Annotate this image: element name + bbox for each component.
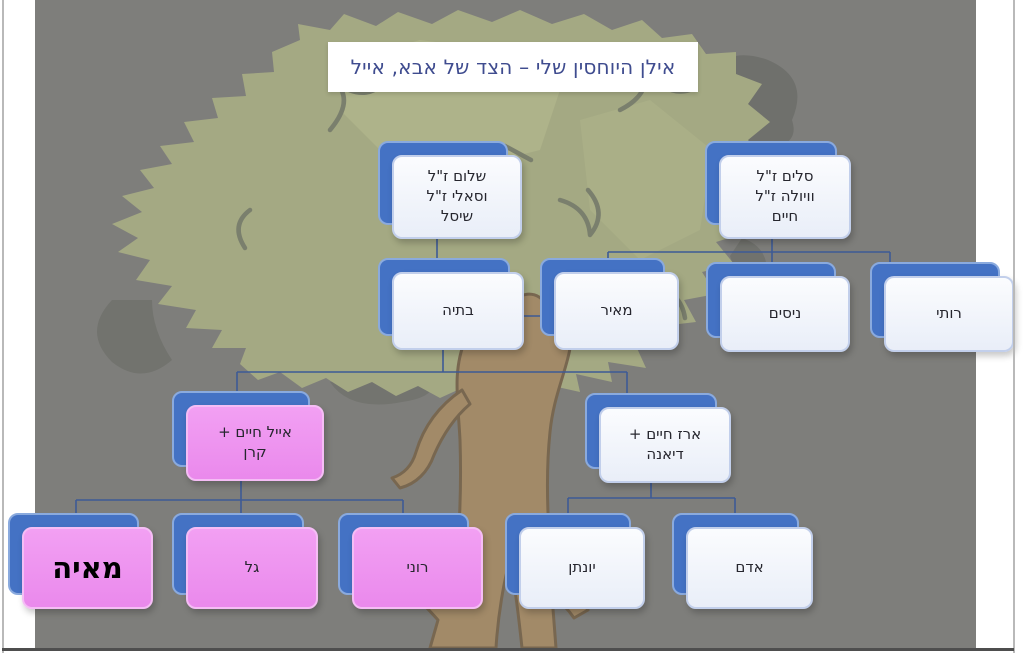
node-meir: מאיר <box>540 258 679 350</box>
page-border-left <box>2 0 4 653</box>
node-ruti: רותי <box>870 262 1014 352</box>
node-label: מאיר <box>554 272 679 350</box>
node-roni: רוני <box>338 513 483 609</box>
node-label: גל <box>186 527 318 609</box>
node-label: מאיה <box>22 527 153 609</box>
slide-title-box: אילן היוחסין שלי – הצד של אבא, אייל <box>328 42 698 92</box>
node-label: שלום ז"ל וסאלי ז"ל שיסל <box>392 155 522 239</box>
node-label: ארז חיים + דיאנה <box>599 407 731 483</box>
node-label: רוני <box>352 527 483 609</box>
node-label: רותי <box>884 276 1014 352</box>
node-nisim: ניסים <box>706 262 850 352</box>
node-label: יונתן <box>519 527 645 609</box>
node-maya: מאיה <box>8 513 153 609</box>
node-shalom-sally: שלום ז"ל וסאלי ז"ל שיסל <box>378 141 522 239</box>
page-border-bottom <box>2 648 1014 651</box>
page-border-right <box>1013 0 1015 653</box>
slide-title: אילן היוחסין שלי – הצד של אבא, אייל <box>350 55 676 79</box>
node-label: בתיה <box>392 272 524 350</box>
node-eyal-keren: אייל חיים + קרן <box>172 391 324 481</box>
node-gal: גל <box>172 513 318 609</box>
node-erez-diana: ארז חיים + דיאנה <box>585 393 731 483</box>
node-adam: אדם <box>672 513 813 609</box>
node-label: סלים ז"ל וויולה ז"ל חיים <box>719 155 851 239</box>
node-label: אדם <box>686 527 813 609</box>
node-salim-viola: סלים ז"ל וויולה ז"ל חיים <box>705 141 851 239</box>
node-yonatan: יונתן <box>505 513 645 609</box>
node-label: אייל חיים + קרן <box>186 405 324 481</box>
node-batya: בתיה <box>378 258 524 350</box>
node-label: ניסים <box>720 276 850 352</box>
